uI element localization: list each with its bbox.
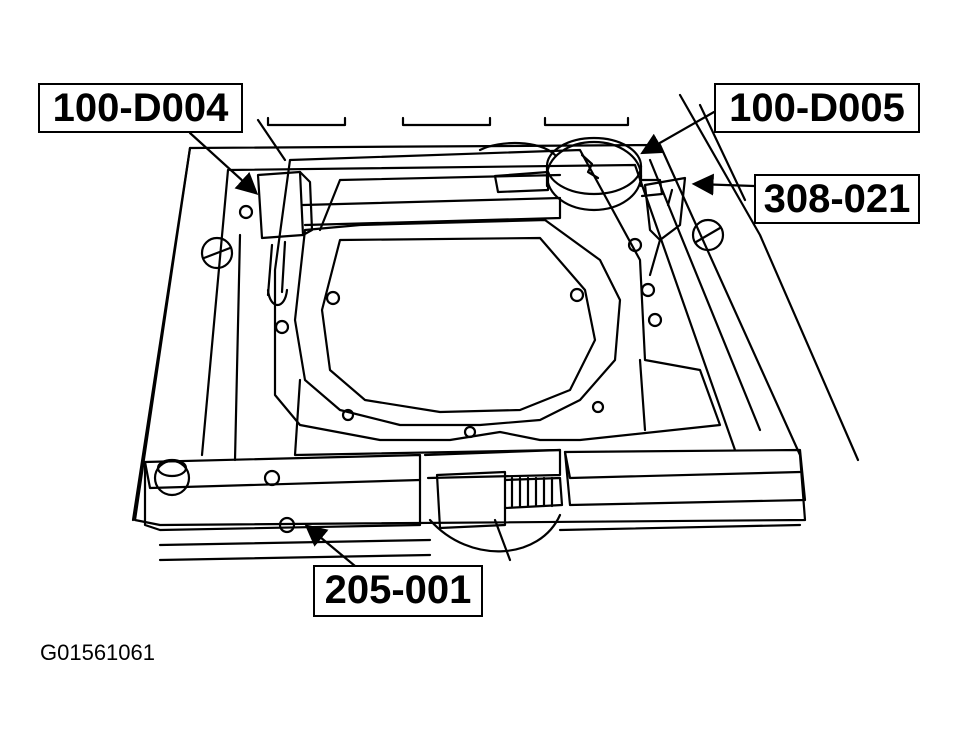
tool-205-001-holding-fixture	[143, 448, 807, 562]
callout-100-d004: 100-D004	[38, 83, 243, 133]
mounting-screw-left	[200, 236, 234, 270]
callout-205-001: 205-001	[313, 565, 483, 617]
callout-100-d005: 100-D005	[714, 83, 920, 133]
tool-100-d005-dial-indicator	[493, 136, 664, 212]
tool-308-021-clamp	[643, 176, 687, 277]
callout-leaders	[188, 110, 756, 568]
bolt-holes	[238, 204, 663, 534]
callout-308-021: 308-021	[754, 174, 920, 224]
engine-block-housing	[273, 142, 722, 457]
tool-100-d004-magnetic-base	[256, 170, 562, 307]
mounting-screw-right	[691, 218, 725, 252]
figure-id: G01561061	[40, 640, 155, 665]
